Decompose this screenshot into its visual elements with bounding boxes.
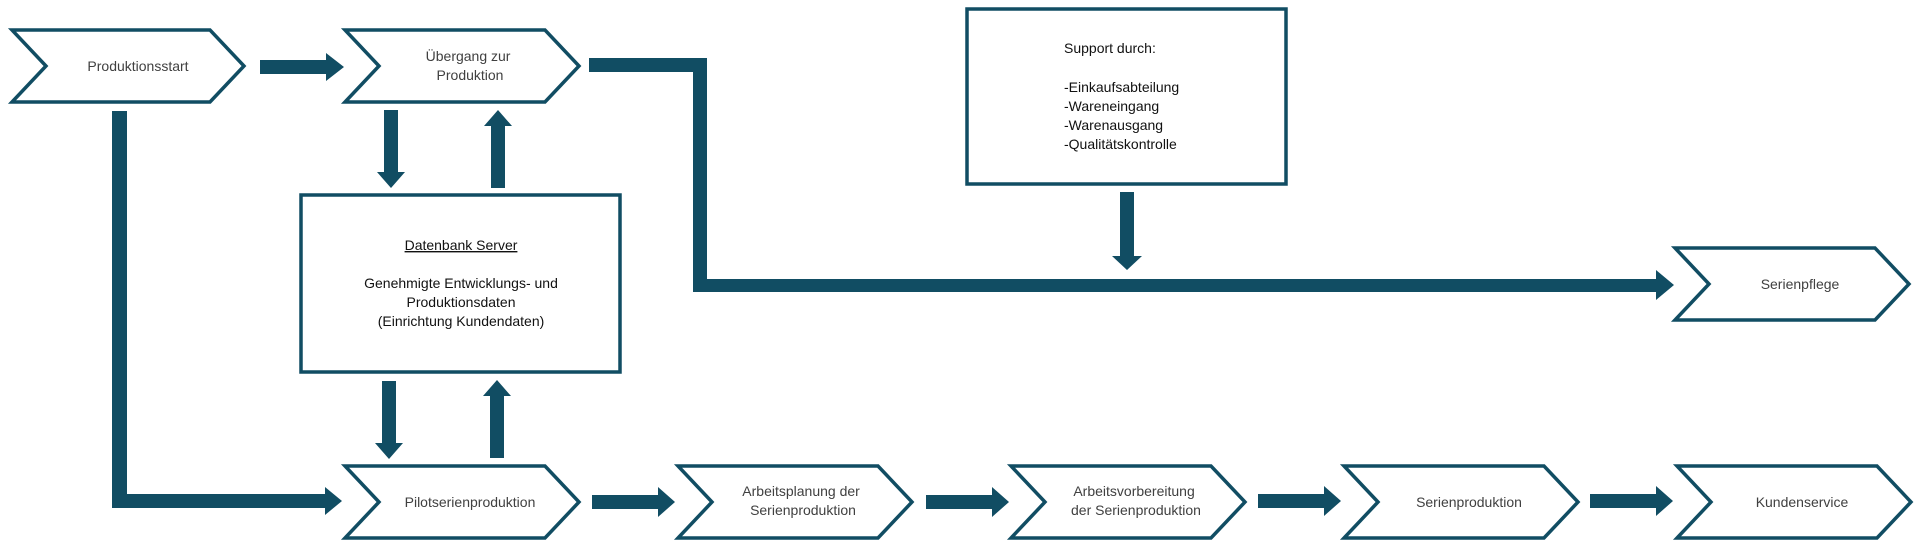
stage-label: Übergang zur Produktion — [426, 47, 515, 83]
stage-label: Pilotserienproduktion — [405, 494, 536, 510]
stage-kundenservice: Kundenservice — [1672, 464, 1914, 540]
stage-label: Arbeitsplanung der Serienproduktion — [742, 483, 863, 518]
stage-serienproduktion: Serienproduktion — [1339, 464, 1581, 540]
stage-label: Kundenservice — [1756, 494, 1849, 510]
support-box: Support durch: -Einkaufsabteilung -Waren… — [965, 7, 1288, 186]
datenbank-line-3: (Einrichtung Kundendaten) — [378, 313, 545, 329]
stage-arbeitsvorbereitung: Arbeitsvorbereitung der Serienproduktion — [1006, 464, 1248, 540]
arrow-up-pilotserie-to-datenbank — [483, 380, 511, 458]
datenbank-title: Datenbank Server — [405, 237, 518, 253]
arrow-pilotserie-to-arbeitsplanung — [592, 487, 675, 517]
datenbank-server-box: Datenbank Server Genehmigte Entwicklungs… — [299, 193, 622, 374]
datenbank-line-2: Produktionsdaten — [407, 294, 516, 310]
support-title: Support durch: — [1064, 40, 1156, 56]
stage-pilotserienproduktion: Pilotserienproduktion — [340, 464, 582, 540]
arrow-up-datenbank-to-uebergang — [484, 110, 512, 188]
arrow-start-to-uebergang — [260, 53, 344, 81]
arrow-support-down — [1112, 192, 1142, 270]
stage-serienpflege: Serienpflege — [1670, 246, 1912, 322]
stage-produktionsstart: Produktionsstart — [7, 28, 247, 104]
arrow-serienproduktion-to-kundenservice — [1590, 486, 1673, 516]
support-item: -Einkaufsabteilung — [1064, 79, 1179, 95]
stage-uebergang-zur-produktion: Übergang zur Produktion — [340, 28, 582, 104]
arrow-arbeitsvorbereitung-to-serienproduktion — [1258, 486, 1341, 516]
stage-label: Produktionsstart — [87, 58, 188, 74]
support-item: -Warenausgang — [1064, 117, 1163, 133]
datenbank-line-1: Genehmigte Entwicklungs- und — [364, 275, 558, 291]
support-item: -Qualitätskontrolle — [1064, 136, 1177, 152]
stage-label: Serienpflege — [1761, 276, 1840, 292]
stage-label: Serienproduktion — [1416, 494, 1522, 510]
arrow-down-datenbank-to-pilotserie — [375, 381, 403, 459]
support-item: -Wareneingang — [1064, 98, 1159, 114]
arrow-uebergang-to-serienpflege — [589, 58, 1674, 300]
stage-arbeitsplanung: Arbeitsplanung der Serienproduktion — [673, 464, 915, 540]
arrow-down-uebergang-to-datenbank — [377, 110, 405, 188]
arrow-arbeitsplanung-to-arbeitsvorbereitung — [926, 487, 1009, 517]
stage-label: Arbeitsvorbereitung der Serienproduktion — [1071, 483, 1201, 518]
